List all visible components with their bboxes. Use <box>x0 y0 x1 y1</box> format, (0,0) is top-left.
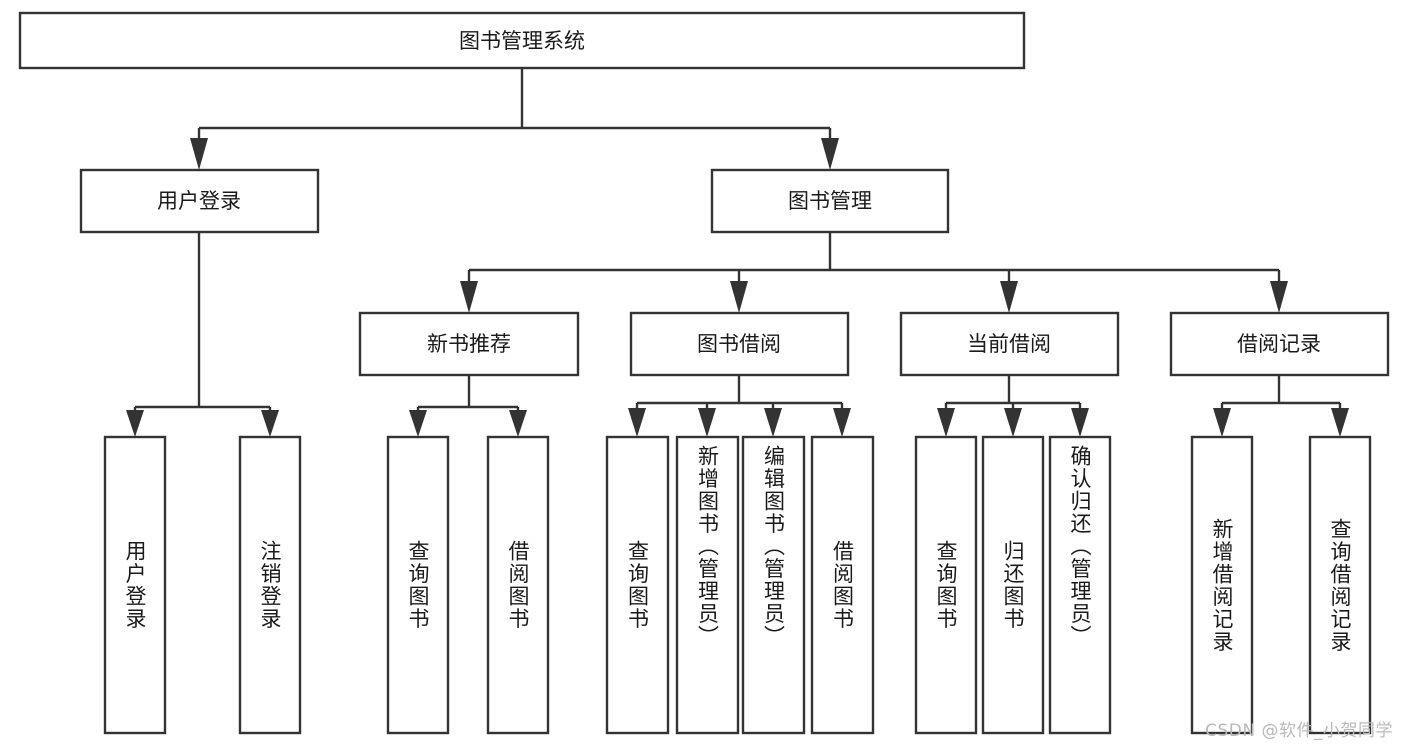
node-book-manage-label: 图书管理 <box>788 189 872 213</box>
node-leaf-borrow-add-rect[interactable] <box>675 435 740 735</box>
arrow-icon-to-book-manage <box>821 138 839 170</box>
node-root[interactable]: 图书管理系统 <box>18 11 1026 70</box>
arrow-icon-to-user-login <box>190 138 208 170</box>
node-user-login-rect[interactable] <box>79 168 320 234</box>
arrow-icon-to-leaf-rec-query <box>409 410 427 437</box>
arrow-icon-to-leaf-borrow-edit <box>764 408 782 437</box>
node-new-book-rec-rect[interactable] <box>358 311 580 377</box>
node-book-borrow[interactable]: 图书借阅 <box>629 311 850 377</box>
node-leaf-rec-borrow-rect[interactable] <box>486 435 550 735</box>
connector-newbookrec-to-leaves <box>409 375 527 437</box>
connector-userlogin-to-leaves <box>126 232 279 437</box>
connector-bookmanage-to-level3 <box>460 232 1288 313</box>
arrow-icon-to-leaf-rec-add <box>1213 408 1231 437</box>
arrow-icon-to-leaf-rec-query2 <box>1331 408 1349 437</box>
node-leaf-cur-query-rect[interactable] <box>914 435 978 735</box>
node-leaf-rec-query-rect[interactable] <box>386 435 450 735</box>
node-root-label: 图书管理系统 <box>459 29 585 53</box>
node-leaf-rec-add-rect[interactable] <box>1190 435 1254 735</box>
node-book-manage[interactable]: 图书管理 <box>710 168 950 234</box>
arrow-icon-to-current-borrow <box>1000 281 1018 313</box>
node-book-borrow-label: 图书借阅 <box>697 332 781 356</box>
arrow-icon-to-leaf-user-login <box>126 410 144 437</box>
arrow-icon-to-leaf-cur-return <box>1004 408 1022 437</box>
arrow-icon-to-leaf-cur-query <box>937 408 955 437</box>
node-leaf-user-login-rect[interactable] <box>103 435 167 735</box>
arrow-icon-to-leaf-user-logout <box>261 410 279 437</box>
node-leaf-user-logout-rect[interactable] <box>238 435 302 735</box>
node-new-book-rec-label: 新书推荐 <box>427 332 511 356</box>
node-user-login[interactable]: 用户登录 <box>79 168 320 234</box>
connector-bookborrow-to-leaves <box>628 375 851 437</box>
arrow-icon-to-leaf-borrow-lend <box>833 408 851 437</box>
node-current-borrow-rect[interactable] <box>899 311 1120 377</box>
node-leaf-rec-query2-rect[interactable] <box>1308 435 1372 735</box>
node-leaf-cur-confirm-rect[interactable] <box>1048 435 1112 735</box>
connector-root-to-level2 <box>190 68 839 170</box>
node-current-borrow[interactable]: 当前借阅 <box>899 311 1120 377</box>
arrow-icon-to-leaf-borrow-add <box>698 408 716 437</box>
node-current-borrow-label: 当前借阅 <box>967 332 1051 356</box>
node-user-login-label: 用户登录 <box>157 189 241 213</box>
csdn-watermark: CSDN @软件_小贺同学 <box>1205 721 1393 741</box>
node-borrow-record-rect[interactable] <box>1169 311 1390 377</box>
connector-currentborrow-to-leaves <box>937 375 1089 437</box>
node-root-rect[interactable] <box>18 11 1026 70</box>
arrow-icon-to-borrow-record <box>1270 281 1288 313</box>
connector-borrowrecord-to-leaves <box>1213 375 1349 437</box>
arrow-icon-to-book-borrow <box>730 281 748 313</box>
node-leaf-borrow-edit-rect[interactable] <box>741 435 806 735</box>
node-borrow-record-label: 借阅记录 <box>1237 332 1321 356</box>
node-borrow-record[interactable]: 借阅记录 <box>1169 311 1390 377</box>
arrow-icon-to-leaf-borrow-query <box>628 408 646 437</box>
node-leaf-borrow-query-rect[interactable] <box>605 435 670 735</box>
arrow-icon-to-leaf-rec-borrow <box>509 410 527 437</box>
node-leaf-borrow-lend-rect[interactable] <box>810 435 875 735</box>
arrow-icon-to-leaf-cur-confirm <box>1071 408 1089 437</box>
node-new-book-rec[interactable]: 新书推荐 <box>358 311 580 377</box>
node-book-manage-rect[interactable] <box>710 168 950 234</box>
node-leaf-cur-return-rect[interactable] <box>981 435 1045 735</box>
node-book-borrow-rect[interactable] <box>629 311 850 377</box>
arrow-icon-to-new-book-rec <box>460 281 478 313</box>
